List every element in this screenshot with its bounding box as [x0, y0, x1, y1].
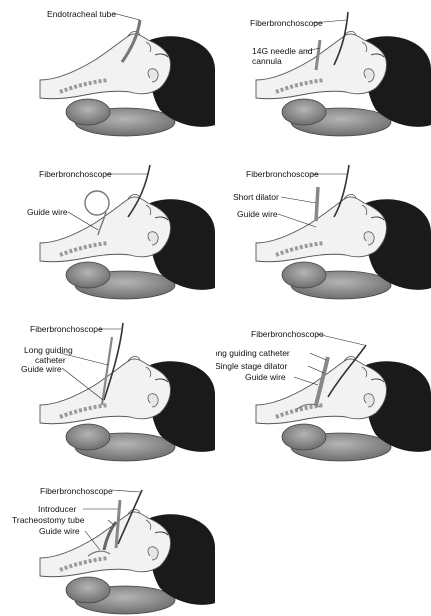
head-illustration [0, 0, 215, 150]
leader-line [108, 520, 114, 525]
panel-single-stage-dilator: Fiberbronchoscope Long guiding catheter … [216, 315, 431, 465]
label-needle: 14G needle and [252, 46, 313, 56]
panel-needle-cannula: Fiberbronchoscope 14G needle and cannula [216, 0, 431, 150]
label-fiberbronchoscope: Fiberbronchoscope [246, 169, 319, 179]
leader-line [310, 353, 326, 360]
panel-long-guiding-catheter: Fiberbronchoscope Long guiding catheter … [0, 315, 215, 465]
label-fiberbronchoscope: Fiberbronchoscope [250, 18, 323, 28]
panel-short-dilator: Fiberbronchoscope Short dilator Guide wi… [216, 155, 431, 305]
label-fiberbronchoscope: Fiberbronchoscope [39, 169, 112, 179]
label-guide-wire: Guide wire [27, 207, 68, 217]
label-introducer: Introducer [38, 504, 76, 514]
label-long-guiding-catheter: Long guiding catheter [216, 348, 290, 358]
label-long-guiding: Long guiding [24, 345, 73, 355]
label-fiberbronchoscope: Fiberbronchoscope [30, 324, 103, 334]
head-illustration [216, 0, 431, 150]
leader-line [113, 13, 140, 20]
panel-guide-wire: Fiberbronchoscope Guide wire [0, 155, 215, 305]
label-fiberbronchoscope: Fiberbronchoscope [40, 486, 113, 496]
label-guide-wire: Guide wire [39, 526, 80, 536]
label-endotracheal-tube: Endotracheal tube [47, 9, 116, 19]
head-illustration [0, 315, 215, 465]
label-short-dilator: Short dilator [233, 192, 279, 202]
label-tracheostomy-tube: Tracheostomy tube [12, 515, 84, 525]
guide-wire-coil [85, 191, 109, 215]
leader-line [294, 377, 318, 385]
label-cannula: cannula [252, 56, 282, 66]
short-dilator [316, 187, 318, 221]
leader-line [308, 366, 324, 373]
leader-line [281, 197, 316, 203]
label-guide-wire: Guide wire [237, 209, 278, 219]
leader-line [278, 214, 316, 227]
leader-line [112, 490, 140, 492]
panel-tracheostomy-tube: Fiberbronchoscope Introducer Tracheostom… [0, 470, 215, 616]
panel-endotracheal-tube: Endotracheal tube [0, 0, 215, 150]
label-guide-wire: Guide wire [21, 364, 62, 374]
leader-line [317, 334, 364, 345]
label-fiberbronchoscope: Fiberbronchoscope [251, 329, 324, 339]
label-single-stage-dilator: Single stage dilator [216, 361, 287, 371]
label-guide-wire: Guide wire [245, 372, 286, 382]
